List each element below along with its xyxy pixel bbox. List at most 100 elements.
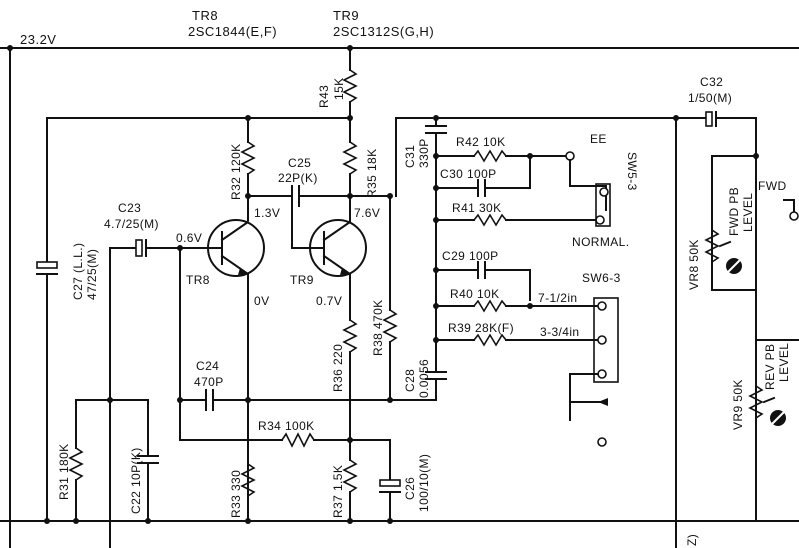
vr9-potentiometer (748, 385, 764, 419)
r41-resistor (473, 213, 507, 227)
r34-label: R34 100K (258, 419, 315, 433)
r39-resistor (473, 333, 507, 347)
tr8-transistor (179, 219, 265, 522)
r43-label: R43 (317, 85, 331, 108)
r43-resistor (342, 69, 358, 103)
wire (389, 378, 437, 401)
c28-value: 0.0056 (417, 359, 431, 398)
tr8-emitter-voltage: 0V (254, 294, 269, 308)
c27-capacitor (36, 261, 58, 269)
tr8-title: TR8 (192, 8, 218, 23)
tr8-collector-voltage: 1.3V (254, 206, 280, 220)
c31-capacitor (425, 125, 447, 134)
supply-voltage-label: 23.2V (20, 32, 56, 47)
fwd-label: FWD (758, 179, 787, 193)
fwd-switch (783, 199, 795, 213)
junction-dot (245, 518, 251, 524)
c29-label: C29 100P (442, 249, 499, 263)
r39-label: R39 28K(F) (448, 321, 514, 335)
ee-terminal (565, 151, 575, 161)
level1-label: LEVEL (741, 193, 755, 232)
c26-capacitor (379, 479, 401, 487)
vr8-potentiometer (704, 229, 720, 263)
vr8-screw-slot (727, 259, 741, 273)
tr9-part-number: 2SC1312S(G,H) (333, 24, 434, 39)
r40-resistor (473, 299, 507, 313)
junction-dot (44, 518, 50, 524)
level2-label: LEVEL (777, 343, 791, 382)
tr9-collector-voltage: 7.6V (354, 206, 380, 220)
c30-label: C30 100P (440, 167, 497, 181)
r34-resistor (281, 432, 315, 448)
vr8-label: VR8 50K (687, 239, 701, 290)
r31-label: R31 180K (57, 443, 71, 500)
c25-capacitor (291, 185, 300, 207)
r37-label: R37 1.5K (331, 465, 345, 518)
vr9-label: VR9 50K (731, 379, 745, 430)
tr9-emitter-voltage: 0.7V (316, 294, 342, 308)
c24-value: 470P (194, 375, 224, 389)
c24-label: C24 (196, 359, 219, 373)
wire (715, 117, 757, 522)
c30-capacitor (435, 155, 531, 197)
tr9-transistor (309, 219, 367, 321)
r33-resistor (240, 463, 256, 497)
junction-dot (387, 518, 393, 524)
junction-dot (527, 303, 533, 309)
c27-label: C27 (L.L.) (71, 243, 85, 300)
r42-label: R42 10K (456, 135, 506, 149)
c25-value: 22P(K) (278, 171, 318, 185)
footnote-label: Z) (685, 534, 699, 546)
r31-resistor (68, 447, 84, 481)
c28-label: C28 (403, 369, 417, 392)
vr9-wiper (762, 396, 776, 404)
tr9-title: TR9 (333, 8, 359, 23)
speed2-label: 3-3/4in (540, 325, 580, 339)
vr8-wiper (718, 240, 732, 248)
r41-label: R41 30K (452, 201, 502, 215)
tr8-label: TR8 (186, 273, 210, 287)
r32-resistor (240, 141, 256, 175)
c26-value: 100/10(M) (417, 454, 431, 512)
normal-label: NORMAL. (572, 235, 629, 249)
tr8-base-voltage: 0.6V (176, 231, 202, 245)
r32-label: R32 120K (229, 143, 243, 200)
c23-value: 4.7/25(M) (104, 217, 159, 231)
sw5-3-switch (569, 159, 611, 227)
speed1-label: 7-1/2in (538, 291, 578, 305)
r38-resistor (382, 309, 398, 343)
r35-resistor (342, 141, 358, 175)
fwd-pb-label: FWD PB (727, 187, 741, 236)
junction-dot (245, 397, 251, 403)
c23-capacitor (135, 239, 143, 257)
r36-label: R36 220 (331, 344, 345, 392)
c25-label: C25 (288, 156, 311, 170)
fwd-terminal (789, 211, 799, 221)
junction-dot (347, 518, 353, 524)
c27-value: 47/25(M) (85, 249, 99, 300)
sw6-3-switch (569, 297, 619, 447)
sw6-label: SW6-3 (582, 271, 621, 285)
c31-value: 330P (417, 138, 431, 168)
speed2-terminal (597, 335, 607, 345)
c32-capacitor (705, 111, 713, 127)
c23-label: C23 (118, 201, 141, 215)
c32-label: C32 (700, 75, 723, 89)
junction-dot (73, 518, 79, 524)
normal-terminal (595, 215, 605, 225)
tr8-part-number: 2SC1844(E,F) (188, 24, 277, 39)
r36-resistor (342, 319, 358, 353)
c22-label: C22 10P(K) (129, 447, 143, 514)
c31-label: C31 (403, 145, 417, 168)
r35-label: R35 18K (365, 149, 379, 199)
r33-label: R33 330 (229, 470, 243, 518)
r43-value: 15K (332, 77, 346, 100)
c32-value: 1/50(M) (688, 91, 732, 105)
ee-label: EE (590, 132, 607, 146)
r42-resistor (473, 149, 507, 163)
r38-label: R38 470K (371, 299, 385, 356)
c29-capacitor (435, 261, 531, 301)
speed1-terminal (597, 301, 607, 311)
r37-resistor (342, 459, 358, 493)
